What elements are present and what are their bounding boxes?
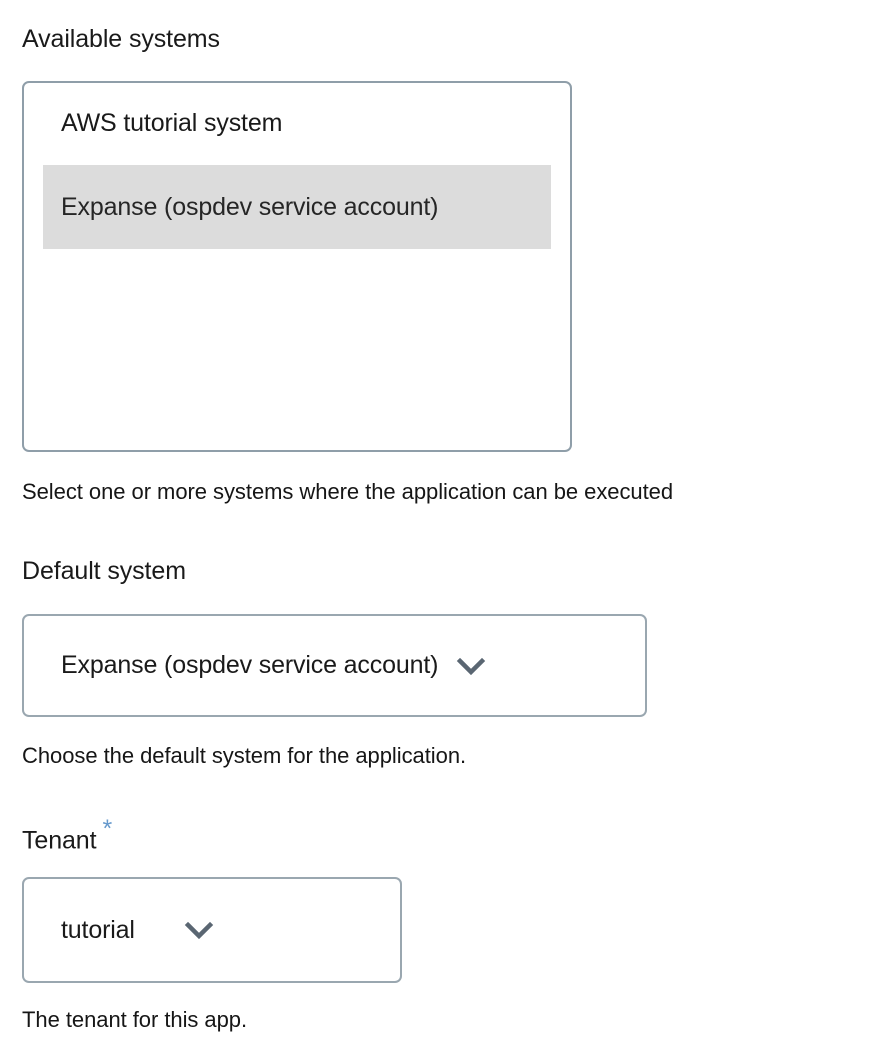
tenant-label-text: Tenant (22, 826, 97, 855)
available-systems-label: Available systems (22, 25, 220, 53)
default-system-select[interactable]: Expanse (ospdev service account) (22, 614, 647, 717)
tenant-selected-value: tutorial (61, 915, 135, 944)
available-systems-listbox[interactable]: AWS tutorial system Expanse (ospdev serv… (22, 81, 572, 452)
tenant-select[interactable]: tutorial (22, 877, 402, 983)
tenant-help-text: The tenant for this app. (22, 1007, 248, 1032)
listbox-option-aws-tutorial-system[interactable]: AWS tutorial system (61, 109, 283, 137)
chevron-down-icon[interactable] (451, 646, 491, 686)
listbox-option-expanse-ospdev-service-account[interactable]: Expanse (ospdev service account) (43, 165, 551, 249)
chevron-down-icon[interactable] (179, 910, 219, 950)
required-marker: * (102, 815, 113, 843)
tenant-label: Tenant* (22, 817, 112, 855)
available-systems-help-text: Select one or more systems where the app… (22, 479, 674, 504)
default-system-help-text: Choose the default system for the applic… (22, 743, 467, 768)
default-system-label: Default system (22, 557, 186, 585)
default-system-selected-value: Expanse (ospdev service account) (61, 651, 439, 679)
